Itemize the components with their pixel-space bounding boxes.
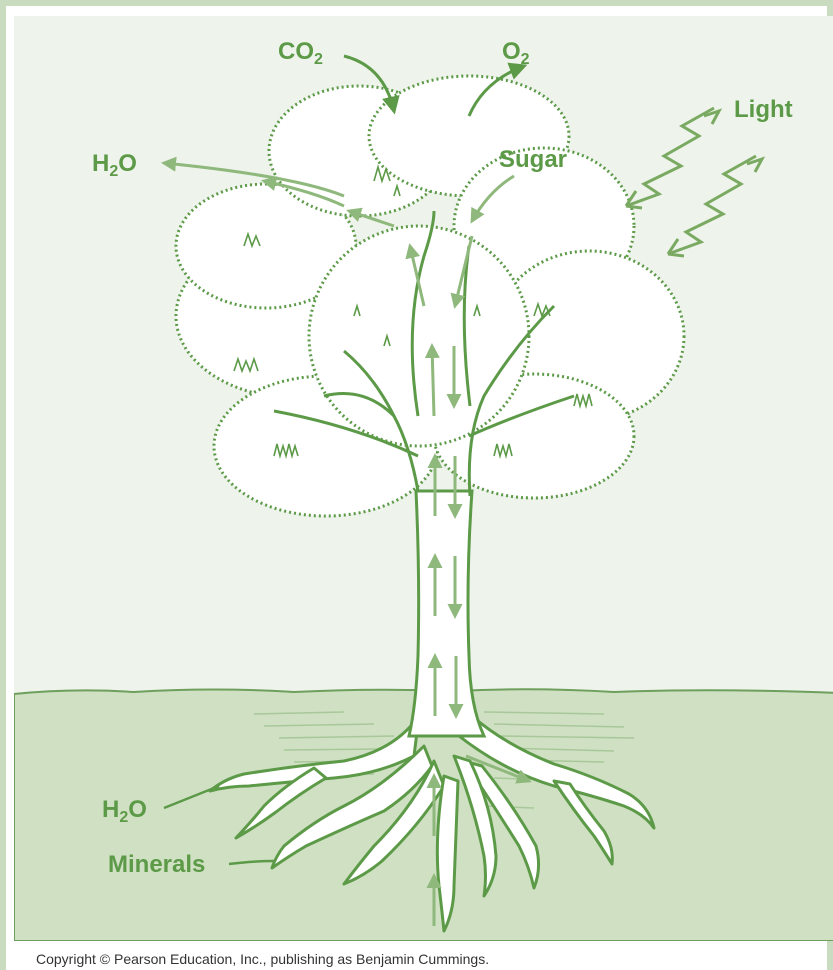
- copyright-notice: Copyright © Pearson Education, Inc., pub…: [36, 951, 489, 967]
- co2-label: CO2: [278, 40, 323, 68]
- o2-label: O2: [502, 40, 530, 68]
- light-label: Light: [734, 98, 793, 122]
- h2o-top-label: H2O: [92, 152, 137, 180]
- minerals-label: Minerals: [108, 853, 205, 877]
- sugar-label: Sugar: [499, 148, 567, 172]
- h2o-bottom-label: H2O: [102, 798, 147, 826]
